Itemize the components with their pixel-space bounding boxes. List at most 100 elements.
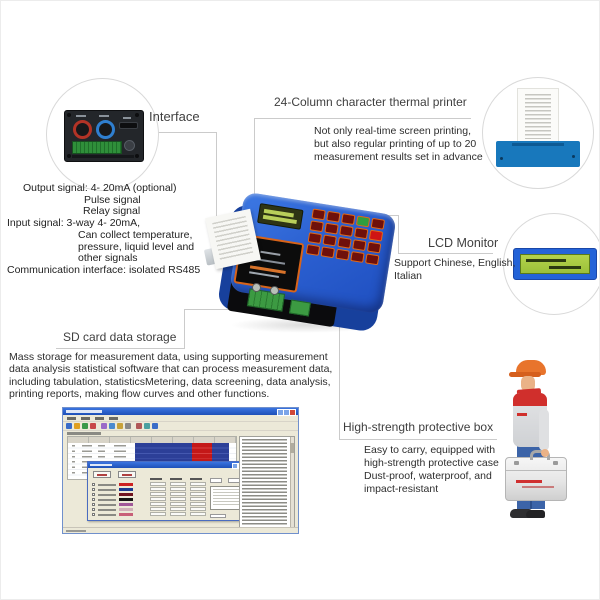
lcd-screen [520,254,590,274]
menu-bar [63,415,298,422]
terminal-strip-icon [72,141,122,154]
window-title-text [66,410,102,413]
screw-icon [67,113,71,117]
box-connector-line [339,299,340,440]
sd-title: SD card data storage [63,330,177,344]
case-seam [506,470,566,471]
list-item [92,497,146,502]
device-lcd-display [257,203,304,230]
toolbar-icon [82,423,88,429]
sd-desc-line: Mass storage for measurement data, using… [9,351,328,363]
keypad-key [320,246,335,259]
case-latch-icon [553,461,558,465]
color-swatch [119,487,133,491]
printed-text-lines [525,94,551,139]
checkbox-icon [92,493,95,496]
sd-connector-hline [184,309,256,310]
keypad-key [370,217,386,230]
checkbox-icon [92,503,95,506]
list-item [92,507,146,512]
color-swatch [119,512,133,516]
signal-line: Output signal: 4- 20mA (optional) [23,182,177,194]
interface-photo-circle [46,78,159,191]
menu-item [109,417,118,420]
device-terminal-block-small [289,299,311,317]
scrollbar [290,437,294,527]
box-desc-line: Dust-proof, waterproof, and [364,470,492,482]
box-desc-line: impact-resistant [364,483,439,495]
paper-slot [512,143,564,146]
interface-connector-line [216,132,217,224]
section-label [67,432,101,435]
dialog-button [93,471,111,478]
interface-underline [148,132,216,133]
keypad-key [309,220,324,233]
dialog-title-text [90,464,112,466]
lcd-text-row [526,259,566,262]
toolbar-icon [144,423,150,429]
sd-desc-line: printing reports, making flow curves and… [9,387,270,400]
checkbox-icon [92,488,95,491]
hardhat-brim [509,372,541,377]
blue-connector-icon [96,120,115,139]
curve-list [92,482,146,517]
printer-photo-circle [482,77,594,189]
case-latch-icon [514,461,519,465]
keypad-key-stop [368,229,384,242]
checkbox-icon [92,498,95,501]
keypad-key [337,236,352,249]
red-connector-icon [73,120,92,139]
results-text [242,439,287,525]
list-item [92,512,146,517]
sd-desc-line: data analysis statistical software that … [9,363,333,376]
toolbar-icon [90,423,96,429]
interface-module-graphic [64,110,144,162]
color-swatch [119,502,133,506]
shirt-red-yoke [513,393,547,406]
column-header [150,478,162,480]
signal-line: Pulse signal [84,193,141,206]
connector-label [99,115,109,117]
worker-face [521,376,535,391]
checkbox-icon [92,508,95,511]
module-base [72,155,134,158]
card-slot-icon [119,122,138,129]
keypad-key [339,224,354,237]
sd-desc: Mass storage for measurement data, using… [9,351,332,400]
dialog-button [118,471,136,478]
toolbar-icon [101,423,107,429]
printer-desc-line: measurement results set in advance [314,150,483,163]
color-swatch [119,497,133,501]
scrollbar-thumb [290,443,294,453]
toolbar-icon [74,423,80,429]
color-swatch [119,507,133,511]
worker-arm [539,409,549,451]
lcd-desc: Support Chinese, English, Italian [394,257,515,282]
case-model-text [522,486,554,488]
screw-icon [67,154,71,158]
list-item [92,487,146,492]
keypad-key [322,234,337,247]
dialog-help-button-icon [232,463,238,469]
keypad-key [324,222,339,235]
printer-body-graphic [496,141,580,167]
lcd-connector-vline [398,215,399,254]
menu-item [95,417,104,420]
keypad-key [352,239,367,252]
hardhat-icon [516,360,546,375]
box-underline [339,439,497,440]
case-handle [530,450,550,460]
box-title: High-strength protective box [343,420,494,434]
printer-title: 24-Column character thermal printer [274,95,467,109]
menu-item [81,417,90,420]
signals-text-block: Output signal: 4- 20mA (optional) Pulse … [7,182,201,277]
dialog-input [210,514,226,518]
signal-line: Communication interface: isolated RS485 [7,263,201,276]
worker-with-case [499,357,587,529]
value-column [150,482,166,517]
value-column [190,482,206,517]
status-bar [63,527,298,533]
protective-case-graphic [505,450,567,501]
list-item [92,502,146,507]
screw-icon [135,113,139,117]
